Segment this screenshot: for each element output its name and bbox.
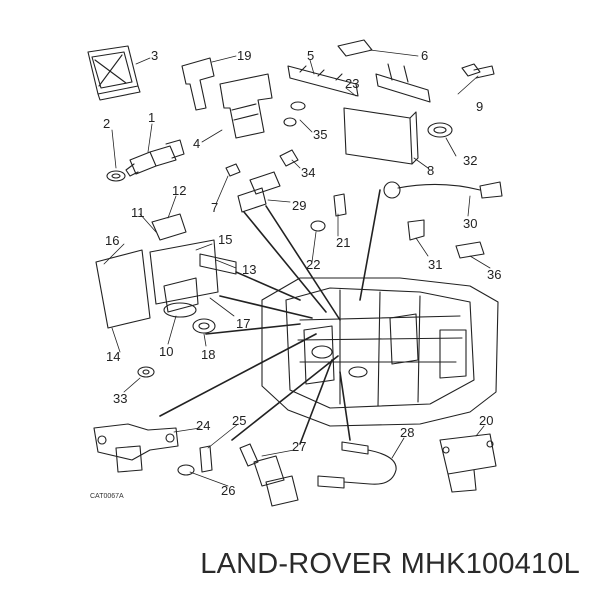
clip-part	[427, 122, 453, 138]
callout-17: 17	[236, 316, 250, 331]
temperature-probe-part	[317, 441, 397, 489]
small-fastener-parts	[310, 193, 485, 259]
callout-3: 3	[151, 48, 158, 63]
callout-16: 16	[105, 233, 119, 248]
callout-5: 5	[307, 48, 314, 63]
callout-6: 6	[421, 48, 428, 63]
callout-18: 18	[201, 347, 215, 362]
callout-15: 15	[218, 232, 232, 247]
callout-32: 32	[463, 153, 477, 168]
callout-30: 30	[463, 216, 477, 231]
callout-22: 22	[306, 257, 320, 272]
callout-31: 31	[428, 257, 442, 272]
boost-sensor-part	[93, 423, 179, 473]
temperature-sensor-part	[225, 101, 306, 213]
map-sensor-part	[439, 433, 497, 493]
callout-leaders	[103, 49, 491, 487]
callout-24: 24	[196, 418, 210, 433]
callout-29: 29	[292, 198, 306, 213]
callout-12: 12	[172, 183, 186, 198]
callout-28: 28	[400, 425, 414, 440]
sealing-ring-parts	[177, 445, 213, 476]
callout-20: 20	[479, 413, 493, 428]
actuator-bracket-part	[95, 213, 237, 334]
callout-26: 26	[221, 483, 235, 498]
callout-9: 9	[476, 99, 483, 114]
callout-34: 34	[301, 165, 315, 180]
callout-7: 7	[211, 200, 218, 215]
bolt-part	[461, 63, 495, 79]
callout-4: 4	[193, 136, 200, 151]
callout-25: 25	[232, 413, 246, 428]
callout-14: 14	[106, 349, 120, 364]
callout-33: 33	[113, 391, 127, 406]
callout-23: 23	[345, 76, 359, 91]
pressure-sensor-part	[106, 139, 185, 182]
engine-block	[261, 277, 499, 427]
coolant-sensor-part	[239, 443, 299, 507]
callout-numbers: 3 19 5 6 23 9 2 1 4 35 32 8 34 12 7 29 3…	[90, 48, 501, 500]
callout-8: 8	[427, 163, 434, 178]
callout-21: 21	[336, 235, 350, 250]
callout-10: 10	[159, 344, 173, 359]
callout-11: 11	[131, 205, 145, 220]
callout-13: 13	[242, 262, 256, 277]
part-number-caption: LAND-ROVER MHK100410L	[200, 548, 580, 580]
callout-27: 27	[292, 439, 306, 454]
knock-sensor-part	[383, 181, 503, 199]
drawing-code: CAT0067A	[90, 493, 124, 500]
callout-19: 19	[237, 48, 251, 63]
callout-2: 2	[103, 116, 110, 131]
ecu-module-part	[87, 45, 141, 101]
callout-1: 1	[148, 110, 155, 125]
leader-lines	[159, 189, 381, 445]
callout-36: 36	[487, 267, 501, 282]
washer-part	[137, 366, 155, 378]
callout-35: 35	[313, 127, 327, 142]
mounting-bracket-part	[181, 57, 273, 139]
